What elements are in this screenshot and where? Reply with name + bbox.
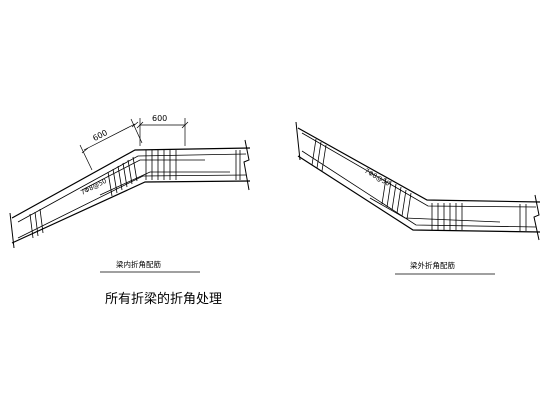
left-caption: 梁内折角配筋 bbox=[116, 259, 161, 269]
left-top-bar bbox=[17, 153, 247, 223]
right-top-bar bbox=[301, 132, 537, 208]
right-beam-outline-bottom bbox=[297, 155, 541, 233]
left-break-line-start bbox=[9, 212, 15, 249]
left-dimension-lines bbox=[79, 118, 189, 171]
left-stirrups-slope bbox=[29, 156, 138, 239]
left-bottom-bar bbox=[17, 174, 247, 239]
right-beam-outline-top bbox=[297, 127, 541, 203]
left-beam-detail: 600 600 7Φ8@50 梁内折角配筋 bbox=[9, 114, 251, 273]
left-beam-outline-top bbox=[11, 147, 251, 219]
right-break-line-end bbox=[533, 194, 540, 241]
left-corner-bar-a bbox=[81, 159, 205, 191]
left-break-line-end bbox=[243, 139, 250, 191]
left-dim-label-b: 600 bbox=[152, 114, 167, 123]
right-break-line-start bbox=[295, 121, 301, 161]
right-caption: 梁外折角配筋 bbox=[410, 260, 455, 270]
right-bottom-bar bbox=[301, 150, 537, 228]
left-stirrups-horizontal bbox=[145, 150, 241, 180]
right-stirrup-note: 7Φ8@50 bbox=[363, 167, 391, 188]
left-dim-label-a: 600 bbox=[91, 128, 109, 143]
main-title: 所有折梁的折角处理 bbox=[105, 291, 222, 307]
left-beam-outline-bottom bbox=[11, 180, 251, 244]
left-stirrup-note: 7Φ8@50 bbox=[79, 177, 108, 197]
right-corner-bar bbox=[369, 197, 501, 223]
left-corner-bar-b bbox=[99, 171, 230, 196]
right-stirrups-slope bbox=[311, 138, 412, 220]
right-stirrups-horizontal bbox=[431, 203, 527, 231]
right-beam-detail: 7Φ8@50 梁外折角配筋 bbox=[295, 121, 541, 275]
